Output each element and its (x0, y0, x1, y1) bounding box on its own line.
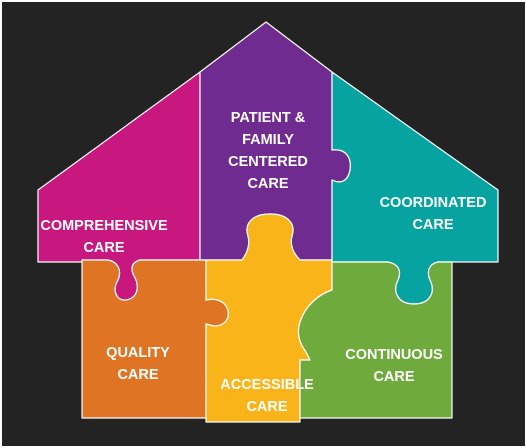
continuous-label-line-2: CARE (373, 369, 414, 385)
quality-label-line-2: CARE (117, 367, 158, 383)
coordinated-label-line-1: COORDINATED (380, 195, 487, 211)
accessible-label-line-1: ACCESSIBLE (220, 377, 314, 393)
comprehensive-label-line-2: CARE (83, 240, 124, 256)
patient-family-label-line-1: PATIENT & (231, 110, 306, 126)
patient-family-label-line-4: CARE (247, 176, 288, 192)
accessible-label-line-2: CARE (246, 399, 287, 415)
patient-family-label-line-2: FAMILY (242, 132, 294, 148)
quality-label-line-1: QUALITY (106, 345, 170, 361)
continuous-care-piece (297, 261, 453, 419)
continuous-label-line-1: CONTINUOUS (345, 347, 443, 363)
coordinated-label-line-2: CARE (412, 217, 453, 233)
comprehensive-label-line-1: COMPREHENSIVE (40, 218, 168, 234)
patient-family-label-line-3: CENTERED (228, 154, 308, 170)
